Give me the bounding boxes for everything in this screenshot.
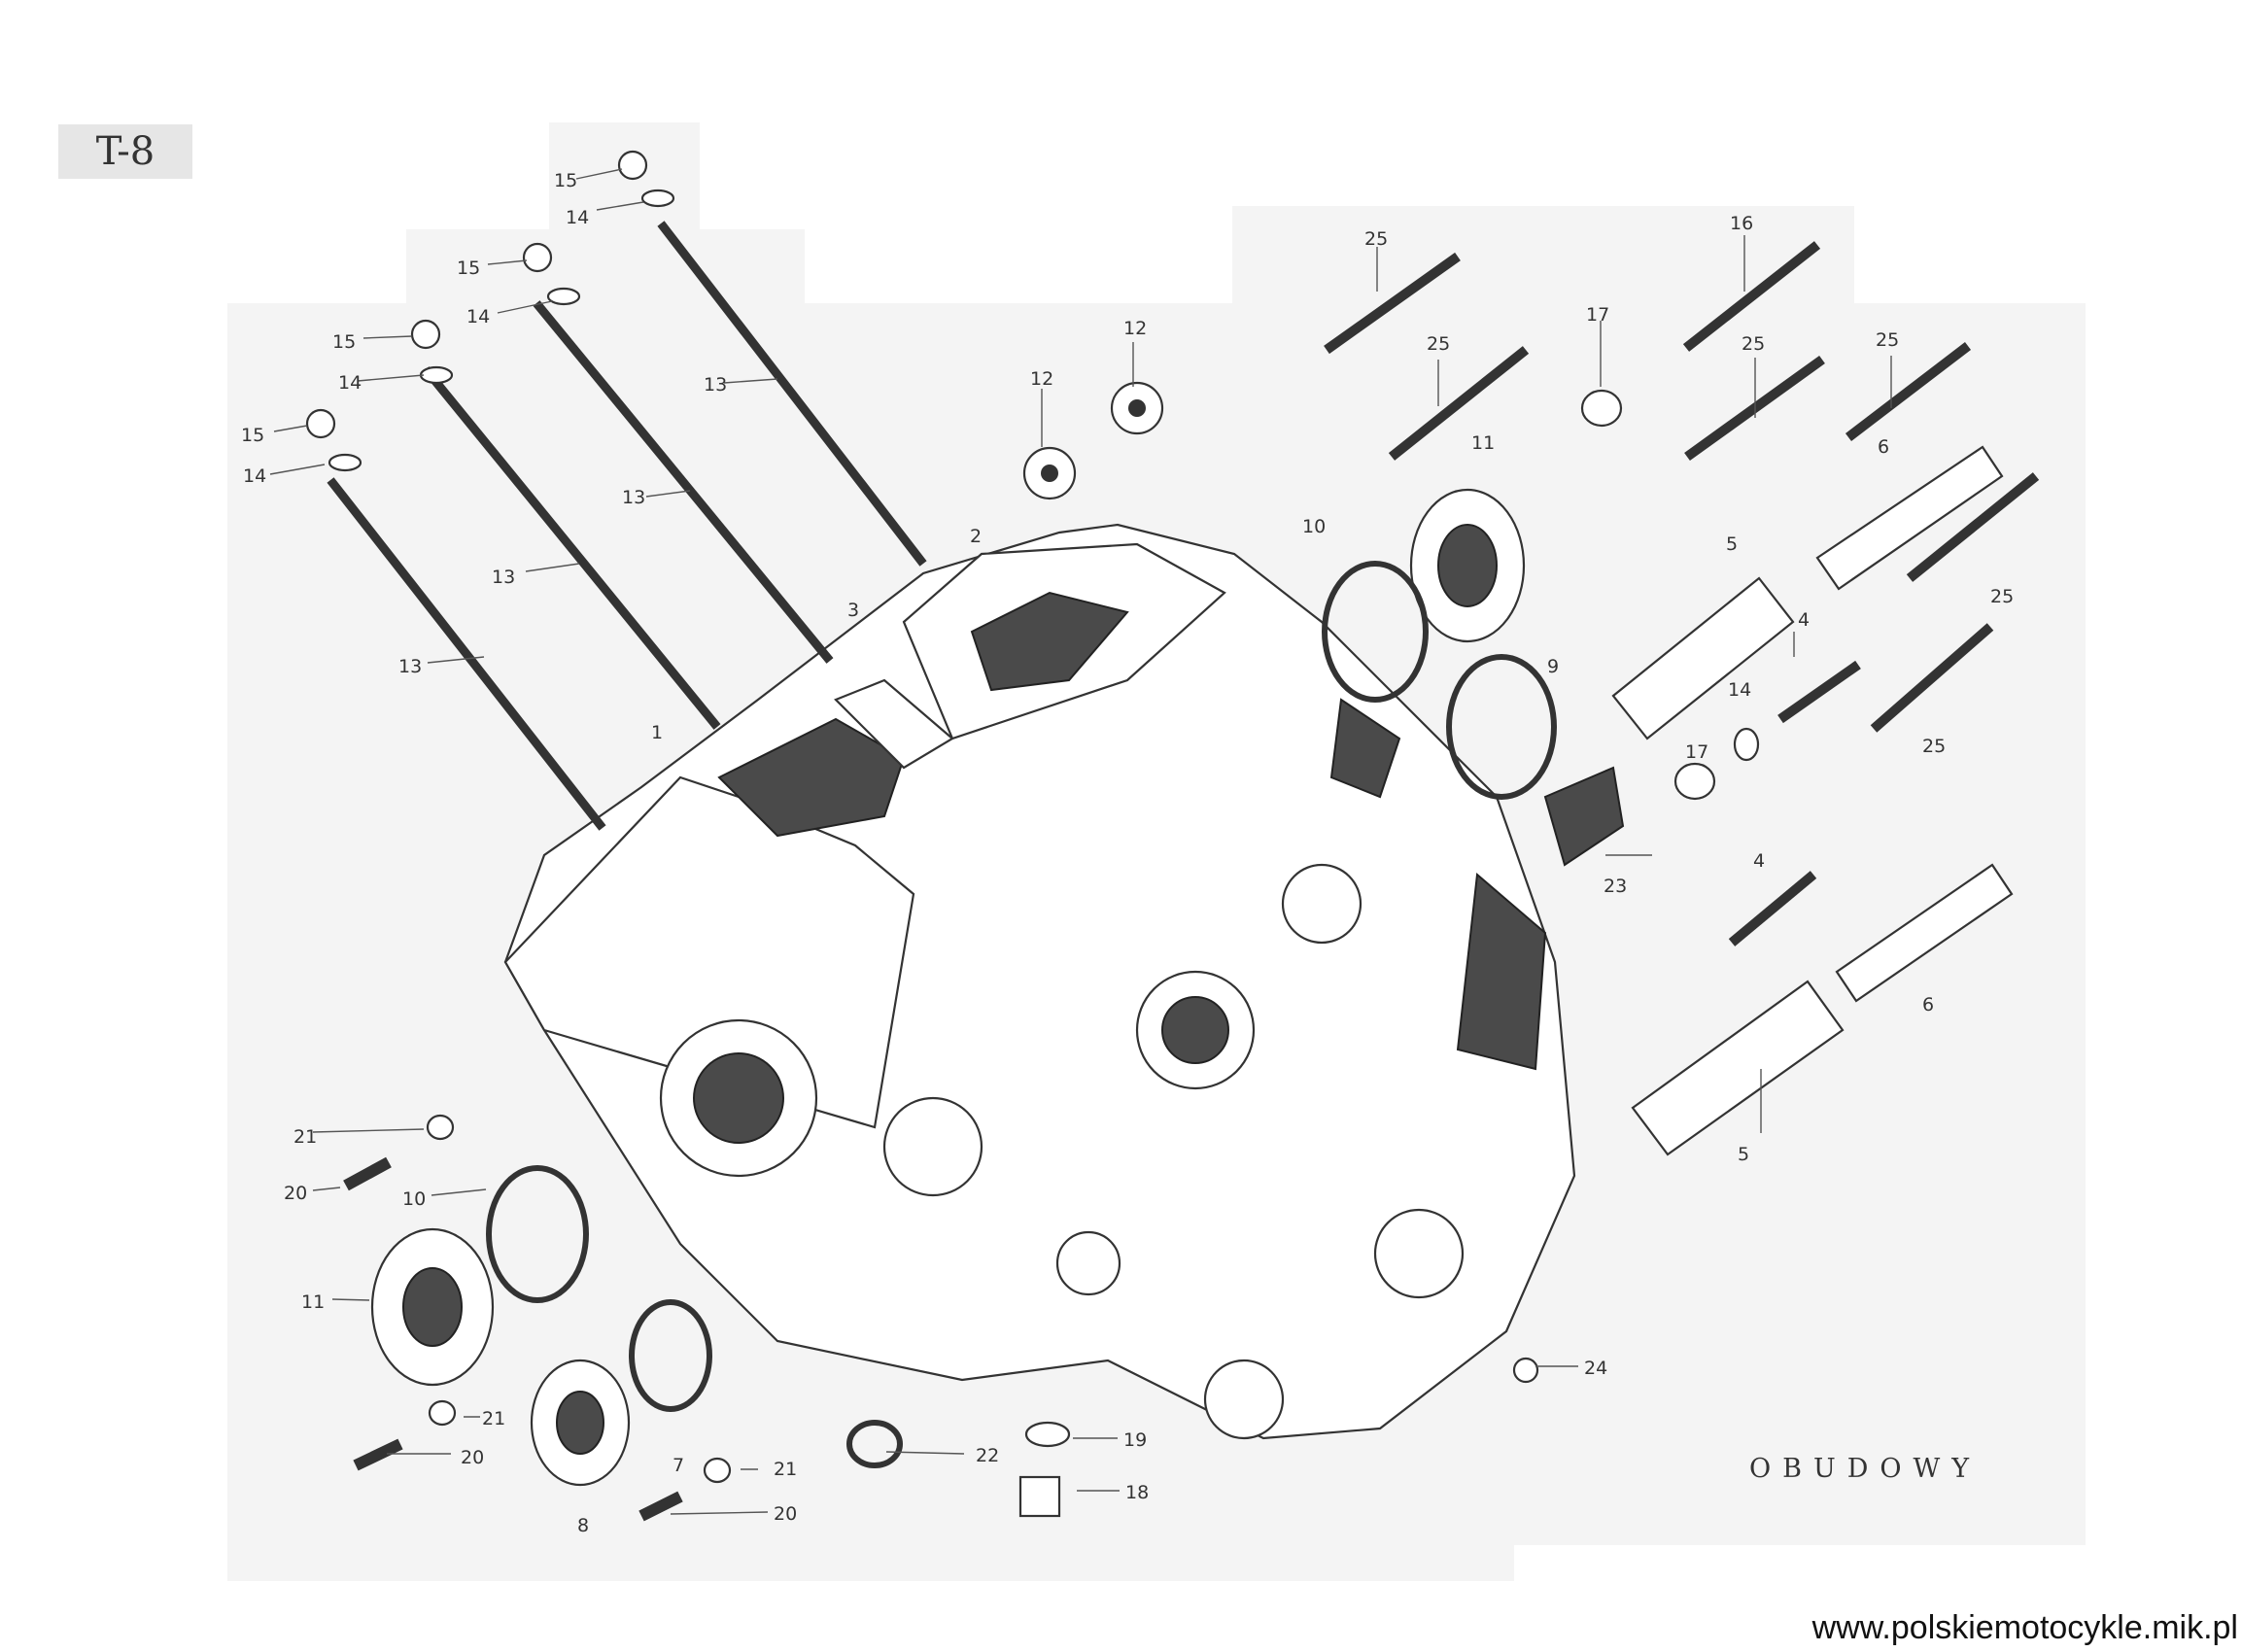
label-20: 20 [461, 1447, 484, 1468]
crankcase-housing [503, 523, 1576, 1440]
leader-lines [269, 168, 1892, 1515]
label-20: 20 [774, 1503, 797, 1525]
label-3: 3 [847, 600, 859, 621]
label-14: 14 [1728, 679, 1751, 701]
label-24: 24 [1584, 1358, 1607, 1379]
label-10: 10 [1302, 516, 1326, 537]
part-labels: 15 14 15 14 15 14 15 14 13 13 13 13 12 1… [241, 170, 2014, 1536]
label-4: 4 [1753, 850, 1765, 872]
label-16: 16 [1730, 213, 1753, 234]
label-7: 7 [673, 1455, 684, 1476]
label-25: 25 [1876, 329, 1899, 351]
label-5: 5 [1738, 1144, 1749, 1165]
label-20: 20 [284, 1183, 307, 1204]
label-14: 14 [466, 306, 490, 327]
label-13: 13 [622, 487, 645, 508]
label-6: 6 [1922, 994, 1934, 1015]
footer-url[interactable]: www.polskiemotocykle.mik.pl [1811, 1609, 2238, 1646]
label-13: 13 [492, 567, 515, 588]
label-21: 21 [293, 1126, 317, 1148]
label-25: 25 [1990, 586, 2014, 607]
label-14: 14 [243, 465, 266, 487]
label-17: 17 [1586, 304, 1609, 326]
label-17: 17 [1685, 741, 1708, 763]
sleeves-spacers [1543, 389, 2014, 1156]
label-6: 6 [1878, 436, 1889, 458]
bearings-circlips [370, 488, 1557, 1487]
small-fasteners [343, 1114, 1539, 1522]
label-11: 11 [1471, 432, 1495, 454]
diagram-title: OBUDOWY [1749, 1454, 1982, 1484]
label-13: 13 [704, 374, 727, 396]
label-15: 15 [554, 170, 577, 191]
label-11: 11 [301, 1291, 325, 1313]
label-2: 2 [970, 526, 982, 547]
label-12: 12 [1123, 318, 1147, 339]
bushings [1022, 381, 1164, 500]
label-13: 13 [398, 656, 422, 677]
label-25: 25 [1742, 333, 1765, 355]
long-studs [327, 221, 927, 831]
label-9: 9 [1547, 656, 1559, 677]
label-25: 25 [1364, 228, 1388, 250]
label-21: 21 [482, 1408, 505, 1429]
label-15: 15 [332, 331, 356, 353]
label-23: 23 [1604, 876, 1627, 897]
label-1: 1 [651, 722, 663, 743]
label-4: 4 [1798, 609, 1810, 631]
label-18: 18 [1125, 1482, 1149, 1503]
label-25: 25 [1922, 736, 1946, 757]
label-12: 12 [1030, 368, 1053, 390]
label-25: 25 [1427, 333, 1450, 355]
label-15: 15 [241, 425, 264, 446]
label-21: 21 [774, 1459, 797, 1480]
label-10: 10 [402, 1188, 426, 1210]
nuts-washers [305, 150, 675, 472]
label-22: 22 [976, 1445, 999, 1466]
label-14: 14 [338, 372, 362, 394]
page-code: T-8 [58, 124, 192, 179]
label-8: 8 [577, 1515, 589, 1536]
label-5: 5 [1726, 533, 1738, 555]
label-15: 15 [457, 258, 480, 279]
label-14: 14 [566, 207, 589, 228]
label-19: 19 [1123, 1429, 1147, 1451]
